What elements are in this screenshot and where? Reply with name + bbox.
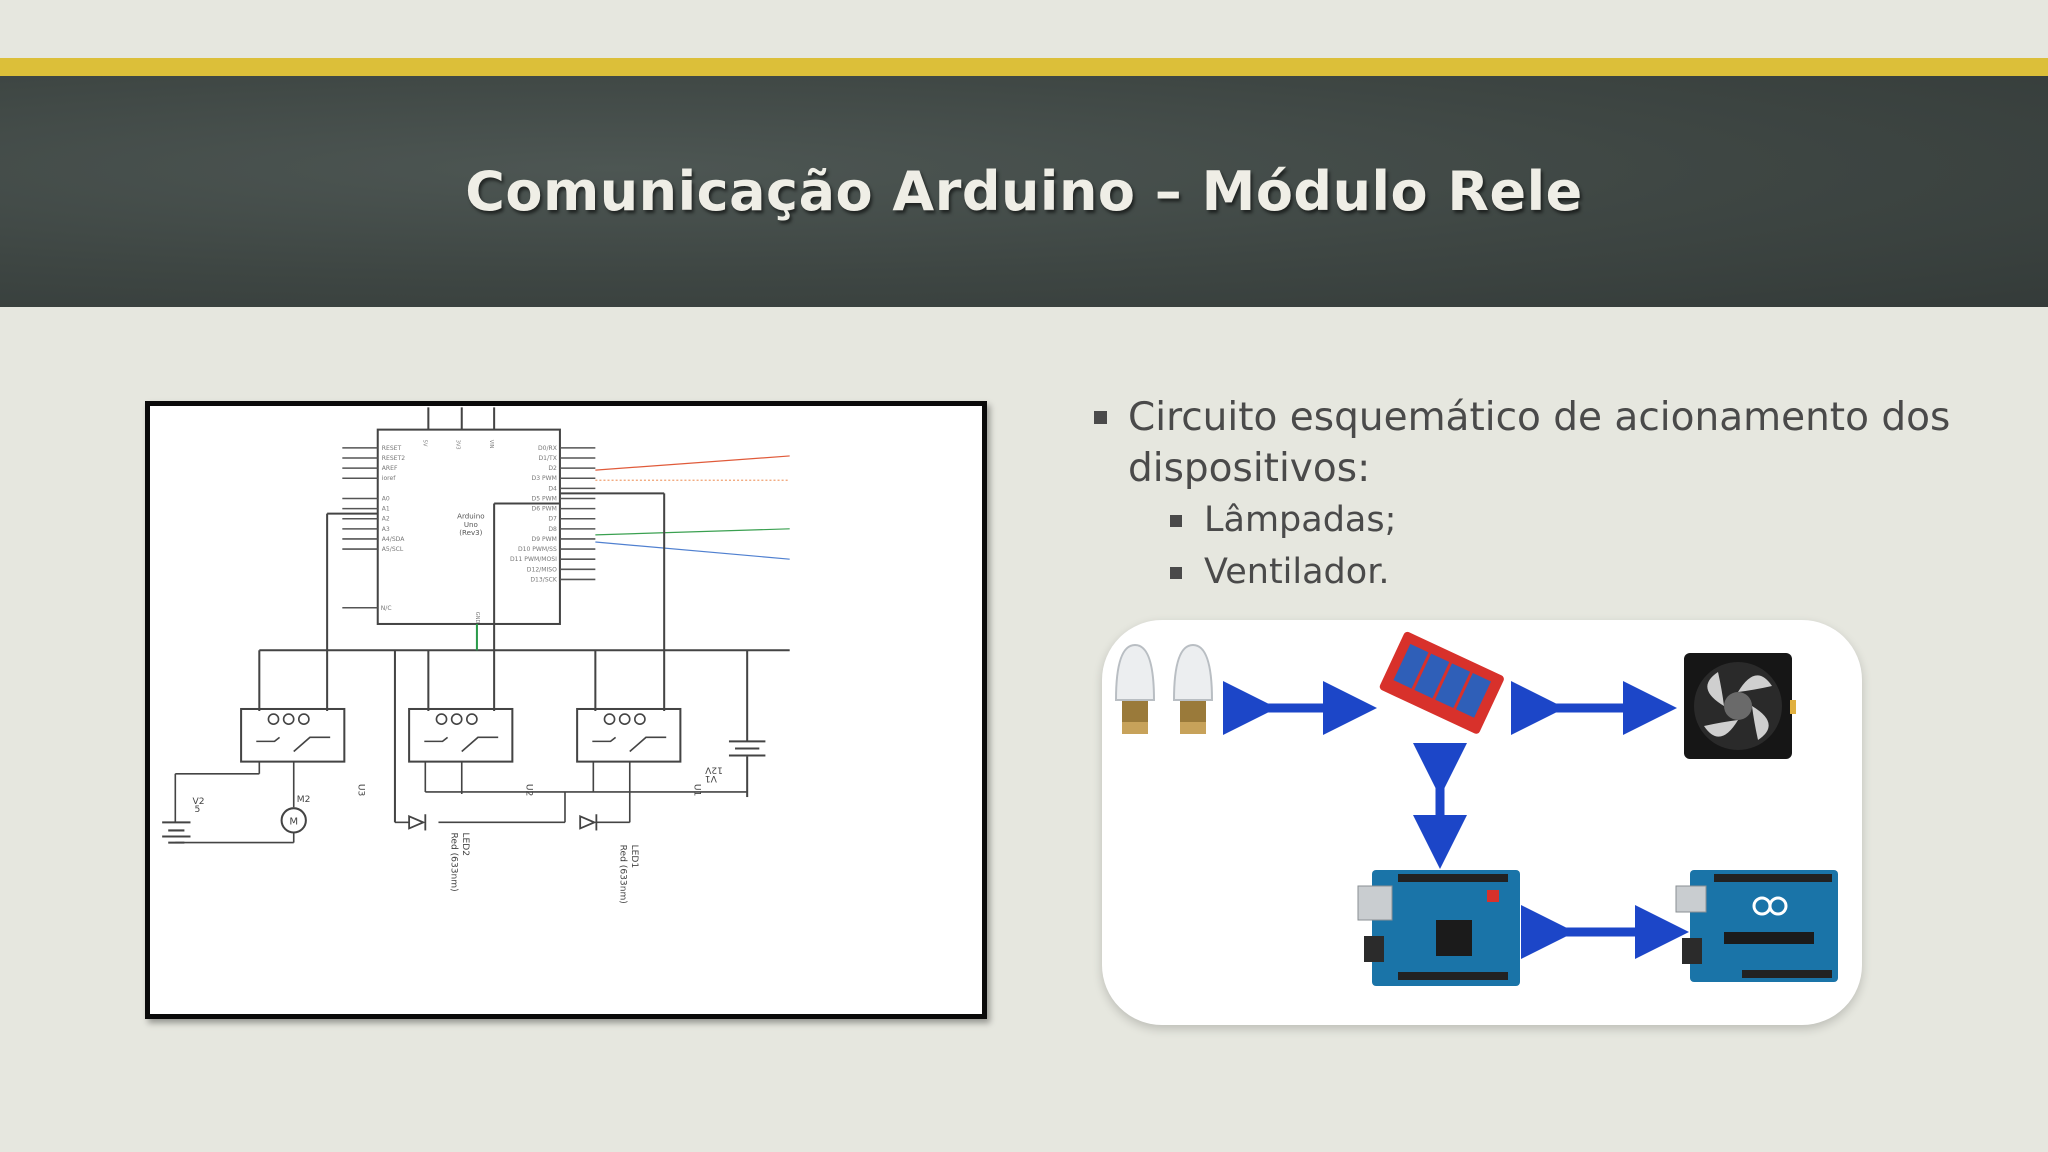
arduino-label-1: Arduino: [457, 512, 484, 521]
pin-label-right: D9 PWM: [532, 536, 557, 543]
pin-label-left: A5/SCL: [382, 546, 404, 553]
arduino-label-3: (Rev3): [459, 528, 482, 537]
pin-label-right: D11 PWM/MOSI: [510, 556, 557, 563]
pin-label-right: D5 PWM: [532, 495, 557, 502]
pin-label-right: D4: [548, 485, 557, 492]
pin-label-left: A2: [382, 516, 390, 523]
v2-value: 5: [195, 805, 201, 815]
pin-label-right: D2: [548, 465, 557, 472]
relay-label-u3: U3: [356, 784, 366, 797]
pin-label-right: D8: [548, 526, 557, 533]
v1-value: 12V: [704, 765, 723, 775]
accent-bar: [0, 58, 2048, 76]
pin-label-right: D3 PWM: [532, 475, 557, 482]
v2-label: V2: [193, 797, 205, 807]
arduino-uno-icon: [1675, 870, 1838, 982]
arduino-board: [376, 428, 561, 625]
motor-label: M2: [297, 795, 311, 805]
pin-top-5v: 5V: [421, 440, 427, 447]
pin-label-left: RESET2: [382, 455, 405, 462]
pin-label-left: A3: [382, 526, 390, 533]
led2-color: Red (633nm): [449, 832, 459, 891]
pin-gnd: GND: [474, 612, 480, 624]
bullet-main: Circuito esquemático de acionamento dos …: [1090, 392, 1970, 494]
pin-label-left: A0: [382, 495, 390, 502]
led2-label: LED2: [460, 832, 470, 856]
fan-icon: [1684, 653, 1796, 759]
led1-color: Red (633nm): [618, 845, 628, 904]
pin-label-right: D1/TX: [538, 455, 556, 462]
relay-label-u1: U1: [692, 784, 702, 796]
bullet-sub-fan: Ventilador.: [1090, 546, 1970, 598]
pin-top-vin: VIN: [488, 440, 494, 449]
pin-top-3v3: 3V3: [455, 440, 461, 450]
pin-label-left: AREF: [382, 465, 398, 472]
relay-label-u2: U2: [524, 784, 534, 796]
v1-label: V1: [705, 773, 717, 783]
bullet-list: Circuito esquemático de acionamento dos …: [1090, 392, 1970, 598]
pin-label-left: A1: [382, 506, 390, 513]
slide-title: Comunicação Arduino – Módulo Rele: [465, 160, 1583, 223]
relay-u1: [576, 707, 682, 763]
arduino-label-2: Uno: [464, 520, 478, 529]
relay-u2: [408, 707, 514, 763]
motor-symbol: [280, 807, 307, 834]
pin-label-right: D13/SCK: [530, 576, 558, 583]
pin-label-right: D6 PWM: [532, 506, 557, 513]
pin-label-right: D7: [548, 516, 557, 523]
pin-label-right: D0/RX: [538, 445, 557, 452]
pin-label-left: ioref: [382, 475, 396, 482]
pin-label-right: D10 PWM/SS: [518, 546, 557, 553]
led1-label: LED1: [629, 845, 639, 869]
arduino-ethernet-icon: [1357, 870, 1520, 986]
relay-module-icon: [1379, 631, 1504, 734]
pin-nc: N/C: [381, 605, 392, 612]
device-diagram: [1102, 620, 1862, 1025]
pin-label-left: A4/SDA: [382, 536, 405, 543]
pin-label-left: RESET: [382, 445, 402, 452]
title-band: [0, 76, 2048, 307]
pin-label-right: D12/MISO: [527, 566, 557, 573]
bullet-sub-lamps: Lâmpadas;: [1090, 494, 1970, 546]
lamp-icon: [1114, 643, 1214, 734]
motor-symbol-label: M: [289, 816, 298, 827]
relay-u3: [240, 707, 346, 763]
